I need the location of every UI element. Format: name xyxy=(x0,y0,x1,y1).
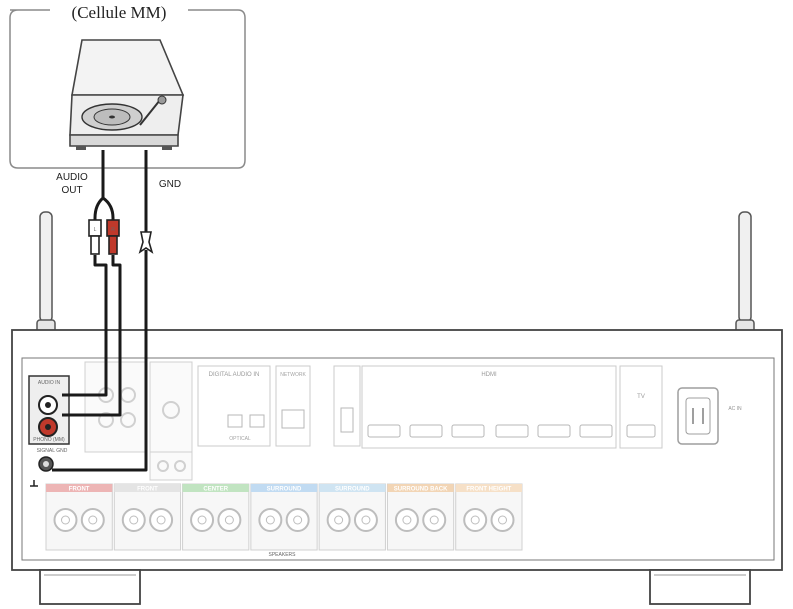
hdmi-block: HDMI TV xyxy=(361,365,663,449)
gnd-cable xyxy=(52,150,148,472)
audio-out-label-line1: AUDIO xyxy=(56,172,88,183)
speaker-binding-post-core xyxy=(88,515,98,525)
speaker-group-color-band xyxy=(455,484,522,492)
speaker-binding-post xyxy=(353,508,378,532)
speaker-binding-post xyxy=(463,508,488,532)
phono-sub-label: PHONO (MM) xyxy=(33,437,65,443)
speaker-group-label: CENTER xyxy=(203,487,228,493)
signal-gnd-terminal: SIGNAL GND xyxy=(30,448,68,487)
speakers-label: SPEAKERS xyxy=(269,552,297,558)
speaker-group: FRONT xyxy=(45,483,113,551)
ac-in-label: AC IN xyxy=(728,406,742,412)
speaker-binding-post-core xyxy=(129,515,139,525)
phono-input-panel: AUDIO IN PHONO (MM) xyxy=(28,375,70,445)
speaker-binding-post-core xyxy=(293,515,303,525)
optical-label: OPTICAL xyxy=(229,436,251,442)
speaker-binding-post-core xyxy=(498,515,508,525)
speaker-binding-post xyxy=(490,508,515,532)
speaker-binding-post-core xyxy=(470,515,480,525)
speaker-binding-post-core xyxy=(402,515,412,525)
speaker-group: CENTER xyxy=(182,483,250,551)
speaker-group: SURROUND BACK xyxy=(386,483,455,551)
white-rca-plug: L xyxy=(88,219,102,255)
hdmi-label: HDMI xyxy=(481,372,497,378)
speaker-group-color-band xyxy=(46,484,113,492)
speaker-binding-post xyxy=(149,508,174,532)
ac-inlet: AC IN xyxy=(677,387,742,445)
speaker-binding-post xyxy=(326,508,351,532)
speaker-group-color-band xyxy=(319,484,386,492)
svg-text:R: R xyxy=(111,227,115,233)
speaker-binding-post xyxy=(53,508,78,532)
speaker-binding-post xyxy=(80,508,105,532)
speaker-group-panel xyxy=(455,483,523,551)
audio-out-label-line2: OUT xyxy=(61,185,82,196)
speaker-binding-post xyxy=(422,508,447,532)
analog-inputs-block xyxy=(84,361,193,481)
speaker-binding-post xyxy=(285,508,310,532)
digital-audio-block: DIGITAL AUDIO IN OPTICAL NETWORK xyxy=(197,365,311,447)
speaker-binding-post-core xyxy=(197,515,207,525)
speaker-group-color-band xyxy=(114,484,181,492)
turntable-icon xyxy=(69,39,185,150)
speaker-binding-post xyxy=(217,508,242,532)
svg-text:L: L xyxy=(94,227,97,233)
speaker-group-label: FRONT xyxy=(137,487,158,493)
speaker-binding-post-core xyxy=(334,515,344,525)
speaker-binding-post-core xyxy=(429,515,439,525)
network-label: NETWORK xyxy=(280,372,306,378)
cartridge-type-label: (Cellule MM) xyxy=(72,3,167,22)
usb-block xyxy=(333,365,361,447)
turntable-frame: (Cellule MM) xyxy=(9,3,246,169)
speaker-binding-post xyxy=(121,508,146,532)
speaker-binding-post-core xyxy=(361,515,371,525)
speaker-group-color-band xyxy=(182,484,249,492)
speaker-binding-post-core xyxy=(60,515,70,525)
speaker-terminal-row: FRONT FRONT CENTER SURROUND SURROUND SURROUND… xyxy=(45,483,523,551)
speaker-group-color-band xyxy=(387,484,454,492)
speaker-group-label: SURROUND xyxy=(335,487,370,493)
speaker-binding-post xyxy=(190,508,215,532)
speaker-group-label: SURROUND BACK xyxy=(394,487,448,493)
speaker-binding-post-core xyxy=(156,515,166,525)
speaker-group: FRONT HEIGHT xyxy=(455,483,523,551)
tv-label: TV xyxy=(637,394,645,400)
speaker-group: SURROUND xyxy=(250,483,318,551)
speaker-group-label: FRONT HEIGHT xyxy=(466,487,511,493)
phono-label: AUDIO IN xyxy=(38,380,61,386)
speaker-group: SURROUND xyxy=(318,483,386,551)
gnd-label: GND xyxy=(159,179,181,190)
speaker-group-color-band xyxy=(250,484,318,492)
audio-cable xyxy=(62,150,122,417)
speaker-group-label: SURROUND xyxy=(267,487,302,493)
speaker-group-label: FRONT xyxy=(69,487,90,493)
gnd-spade-plug xyxy=(138,231,154,254)
speaker-binding-post xyxy=(394,508,419,532)
signal-gnd-label: SIGNAL GND xyxy=(37,448,68,454)
red-rca-plug: R xyxy=(106,219,120,255)
speaker-binding-post-core xyxy=(265,515,275,525)
speaker-group: FRONT xyxy=(113,483,182,551)
digital-audio-label: DIGITAL AUDIO IN xyxy=(209,372,260,378)
speaker-binding-post xyxy=(258,508,283,532)
speaker-binding-post-core xyxy=(224,515,234,525)
